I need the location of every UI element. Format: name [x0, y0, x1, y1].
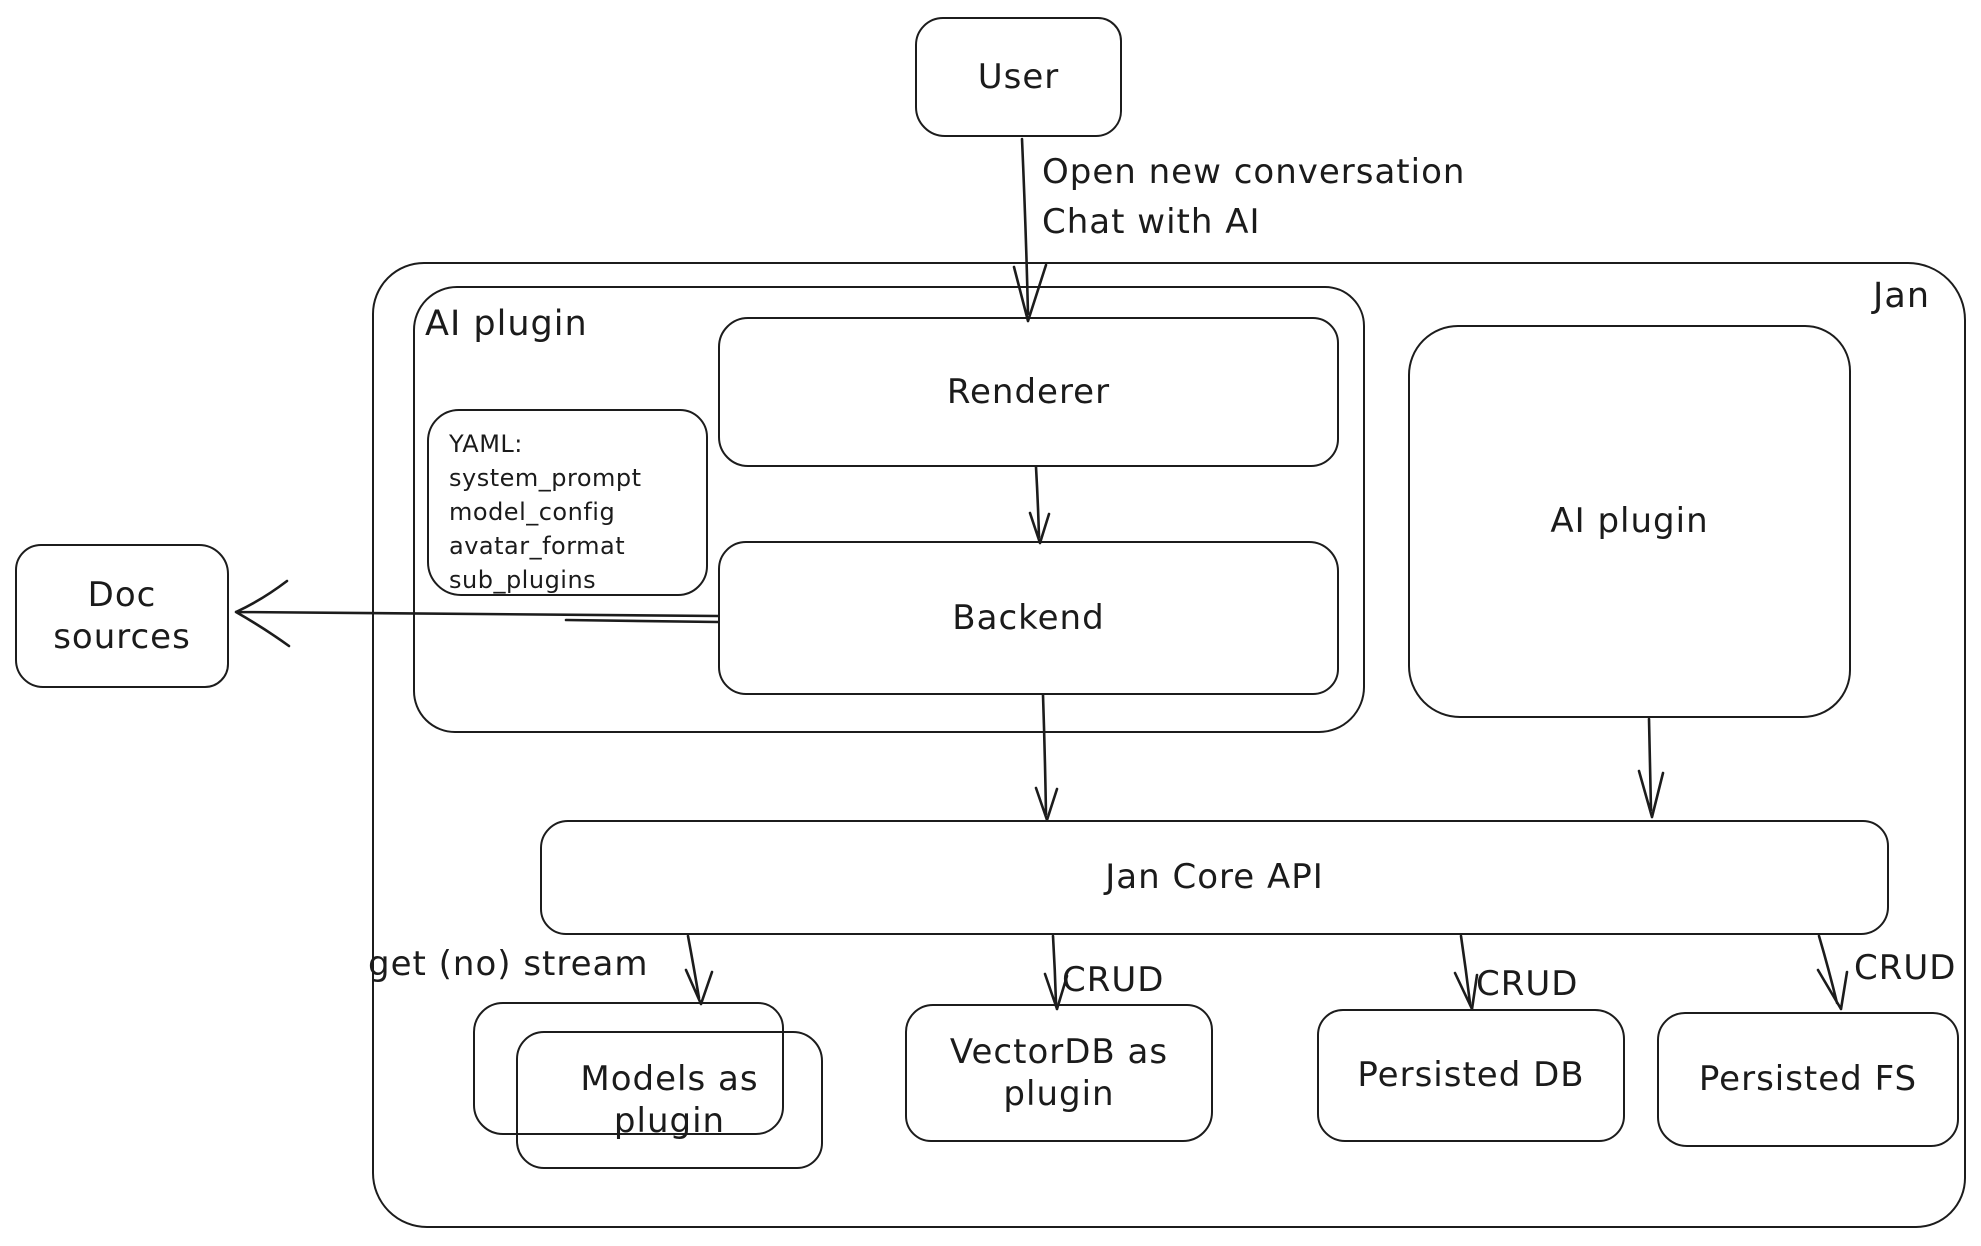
yaml-note-line: avatar_format: [449, 532, 626, 560]
yaml-note-line: system_prompt: [449, 464, 642, 492]
user-node: User: [915, 17, 1122, 137]
jan-core-api-node: Jan Core API: [540, 820, 1889, 935]
ai-plugin-container: AI plugin: [413, 286, 1365, 733]
models-plugin-node-outline: [473, 1002, 784, 1135]
ai-plugin-right-node: AI plugin: [1408, 325, 1851, 718]
edge-label-chat-with-ai: Chat with AI: [1042, 202, 1261, 242]
doc-sources-label: Doc sources: [53, 574, 191, 658]
doc-sources-node: Doc sources: [15, 544, 229, 688]
models-plugin-label: Models as plugin: [580, 1058, 759, 1142]
yaml-note: YAML: system_prompt model_config avatar_…: [427, 409, 708, 596]
user-label: User: [977, 56, 1060, 97]
jan-container-label: Jan: [1873, 276, 1930, 316]
yaml-note-line: model_config: [449, 498, 616, 526]
edge-label-crud-vectordb: CRUD: [1062, 960, 1165, 1000]
edge-label-crud-persisted-db: CRUD: [1476, 964, 1579, 1004]
persisted-fs-node: Persisted FS: [1657, 1012, 1959, 1147]
yaml-note-line: YAML:: [449, 430, 523, 458]
persisted-fs-label: Persisted FS: [1698, 1059, 1918, 1100]
edge-label-open-conversation: Open new conversation: [1042, 152, 1466, 192]
ai-plugin-right-label: AI plugin: [1550, 501, 1709, 542]
vectordb-plugin-label: VectorDB as plugin: [949, 1031, 1169, 1115]
ai-plugin-container-label: AI plugin: [425, 304, 588, 344]
renderer-node: Renderer: [718, 317, 1339, 467]
persisted-db-node: Persisted DB: [1317, 1009, 1625, 1142]
renderer-label: Renderer: [946, 371, 1111, 412]
yaml-note-line: sub_plugins: [449, 566, 597, 594]
edge-label-get-no-stream: get (no) stream: [368, 944, 649, 984]
persisted-db-label: Persisted DB: [1357, 1055, 1585, 1096]
vectordb-plugin-node: VectorDB as plugin: [905, 1004, 1213, 1142]
jan-core-api-label: Jan Core API: [1105, 857, 1324, 898]
edge-label-crud-persisted-fs: CRUD: [1854, 948, 1957, 988]
backend-node: Backend: [718, 541, 1339, 695]
models-plugin-node: Models as plugin: [516, 1031, 823, 1169]
jan-container: Jan: [372, 262, 1966, 1228]
backend-label: Backend: [952, 597, 1105, 638]
